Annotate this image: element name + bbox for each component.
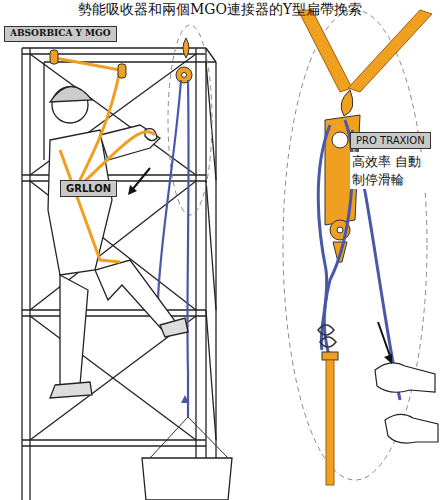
pulley-on-tower <box>176 38 192 83</box>
direction-arrow <box>384 354 392 364</box>
part-name: PRO TRAXION <box>350 132 431 149</box>
diagram-title: 勢能吸收器和兩個MGO連接器的Y型扁帶挽索 <box>0 1 440 19</box>
strap <box>326 360 334 485</box>
direction-arrow <box>128 185 137 195</box>
part-description: 高效率 自動制停滑輪 <box>350 152 430 189</box>
y-lanyard <box>55 58 155 262</box>
zoom-outline <box>168 25 212 215</box>
connector <box>322 352 338 360</box>
label-box: GRLLON <box>60 178 117 197</box>
knot <box>318 325 336 347</box>
lanyard-connectors <box>50 50 126 78</box>
worker-figure <box>48 86 188 398</box>
rope <box>158 80 189 417</box>
haul-bag <box>142 395 232 500</box>
part-name: ABSORBICA Y MGO <box>4 26 117 42</box>
label-box: ABSORBICA Y MGO <box>4 22 117 42</box>
part-name: GRLLON <box>60 180 117 197</box>
hands <box>375 363 438 443</box>
scaffold-tower <box>22 48 216 500</box>
direction-arrow <box>378 322 390 356</box>
label-box: PRO TRAXION 高效率 自動制停滑輪 <box>350 130 430 189</box>
direction-arrow <box>132 168 150 190</box>
